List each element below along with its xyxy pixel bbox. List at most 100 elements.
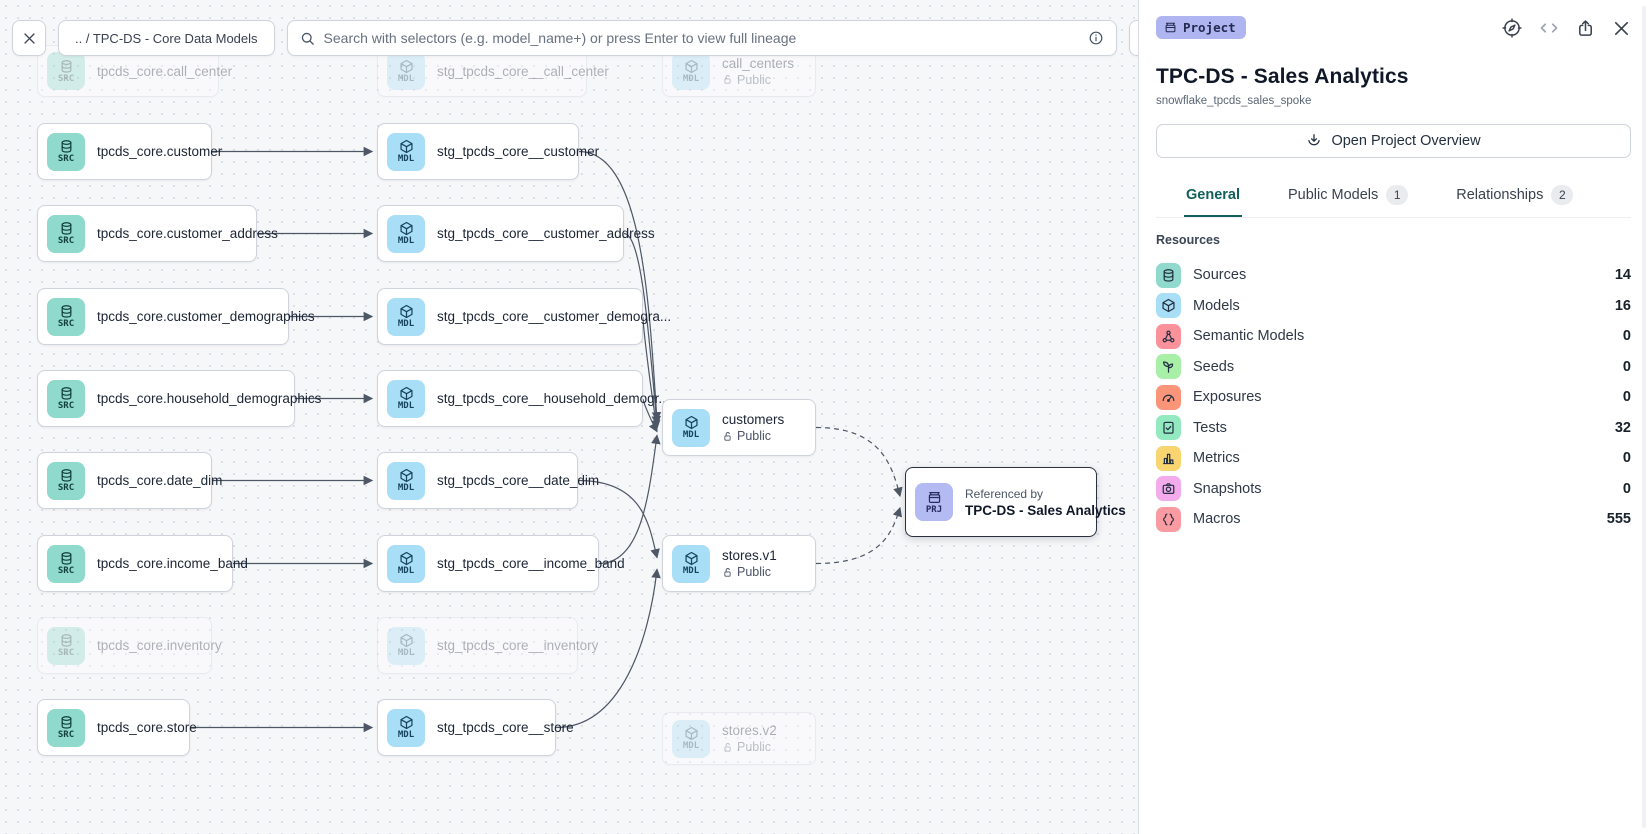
- resource-icon-wrap: [1156, 507, 1181, 532]
- cube-icon: [399, 468, 414, 483]
- resource-row-models[interactable]: Models16: [1156, 291, 1631, 322]
- database-icon: [59, 468, 74, 483]
- node-type-badge: PRJ: [915, 483, 953, 521]
- node-type-label: SRC: [58, 319, 74, 329]
- node-access: Public: [722, 740, 777, 754]
- node-type-label: MDL: [398, 730, 414, 740]
- refresh-button[interactable]: [1129, 20, 1138, 56]
- node-prj[interactable]: PRJReferenced byTPC-DS - Sales Analytics: [905, 467, 1097, 537]
- node-stg_customer_demographics[interactable]: MDLstg_tpcds_core__customer_demogra...: [377, 288, 643, 345]
- node-src_customer_demographics[interactable]: SRCtpcds_core.customer_demographics: [37, 288, 289, 345]
- node-stg_date_dim[interactable]: MDLstg_tpcds_core__date_dim: [377, 452, 578, 509]
- node-src_inventory[interactable]: SRC tpcds_core.inventory: [37, 617, 212, 674]
- node-src_customer_address[interactable]: SRC tpcds_core.customer_address: [37, 205, 257, 262]
- barchart-icon: [1161, 451, 1176, 466]
- close-lineage-button[interactable]: [12, 20, 46, 56]
- node-type-label: MDL: [683, 74, 699, 84]
- close-icon: [22, 31, 37, 46]
- resource-row-seeds[interactable]: Seeds0: [1156, 352, 1631, 383]
- breadcrumb[interactable]: .. / TPC-DS - Core Data Models: [58, 20, 275, 56]
- resource-icon-wrap: [1156, 263, 1181, 288]
- node-stg_customer[interactable]: MDL stg_tpcds_core__customer: [377, 123, 579, 180]
- node-type-label: MDL: [398, 154, 414, 164]
- node-stg_household_demographics[interactable]: MDLstg_tpcds_core__household_demogr...: [377, 370, 643, 427]
- tab-general[interactable]: General: [1184, 179, 1242, 217]
- node-type-badge: MDL: [387, 709, 425, 747]
- node-access: Public: [722, 565, 777, 579]
- project-type-badge-label: Project: [1183, 20, 1236, 35]
- node-access: Public: [722, 429, 784, 443]
- node-label: stg_tpcds_core__store: [437, 720, 543, 735]
- database-icon: [1161, 268, 1176, 283]
- node-label: stores.v2: [722, 723, 777, 738]
- resource-row-sources[interactable]: Sources14: [1156, 260, 1631, 291]
- tab-relationships[interactable]: Relationships 2: [1454, 179, 1575, 217]
- node-type-label: SRC: [58, 401, 74, 411]
- resource-row-exposures[interactable]: Exposures0: [1156, 382, 1631, 413]
- lineage-search[interactable]: [287, 20, 1117, 56]
- node-label: customers: [722, 412, 784, 427]
- node-type-badge: MDL: [387, 545, 425, 583]
- node-stg_store[interactable]: MDL stg_tpcds_core__store: [377, 699, 556, 756]
- project-icon: [1164, 21, 1177, 34]
- resource-row-macros[interactable]: Macros555: [1156, 504, 1631, 535]
- resource-row-snapshots[interactable]: Snapshots0: [1156, 474, 1631, 505]
- database-icon: [59, 304, 74, 319]
- node-type-label: SRC: [58, 648, 74, 658]
- node-src_store[interactable]: SRCtpcds_core.store: [37, 699, 190, 756]
- search-input[interactable]: [324, 30, 1079, 46]
- node-type-badge: MDL: [672, 720, 710, 758]
- node-stores_v1[interactable]: MDLstores.v1Public: [662, 535, 816, 592]
- node-stg_customer_address[interactable]: MDLstg_tpcds_core__customer_address: [377, 205, 624, 262]
- resource-count: 0: [1623, 328, 1631, 344]
- database-icon: [59, 59, 74, 74]
- camera-icon: [1161, 481, 1176, 496]
- tab-count-badge: 2: [1551, 185, 1573, 205]
- share-button[interactable]: [1576, 19, 1595, 38]
- node-type-label: SRC: [58, 236, 74, 246]
- edge-stg_customer_demographics-to-customers: [643, 317, 657, 429]
- lock-open-icon: [722, 431, 733, 442]
- panel-scrollbar[interactable]: [1642, 6, 1646, 828]
- node-stg_inventory[interactable]: MDLstg_tpcds_core__inventory: [377, 617, 578, 674]
- node-customers[interactable]: MDLcustomersPublic: [662, 399, 816, 456]
- project-subtitle: snowflake_tpcds_sales_spoke: [1156, 95, 1631, 107]
- node-label: tpcds_core.customer_address: [97, 226, 244, 241]
- node-access: Public: [722, 73, 794, 87]
- node-type-badge: SRC: [47, 627, 85, 665]
- resource-row-semantic-models[interactable]: Semantic Models0: [1156, 321, 1631, 352]
- resource-name: Models: [1193, 298, 1240, 314]
- resources-section-label: Resources: [1156, 233, 1631, 247]
- resource-row-metrics[interactable]: Metrics0: [1156, 443, 1631, 474]
- node-label: call_centers: [722, 56, 794, 71]
- info-icon[interactable]: [1088, 30, 1104, 46]
- node-type-badge: SRC: [47, 462, 85, 500]
- page-title: TPC-DS - Sales Analytics: [1156, 65, 1631, 89]
- node-src_household_demographics[interactable]: SRCtpcds_core.household_demographics: [37, 370, 295, 427]
- close-panel-button[interactable]: [1612, 19, 1631, 38]
- open-project-overview-button[interactable]: Open Project Overview: [1156, 124, 1631, 158]
- tab-label: Relationships: [1456, 187, 1543, 203]
- node-stg_income_band[interactable]: MDLstg_tpcds_core__income_band: [377, 535, 599, 592]
- cube-icon: [399, 715, 414, 730]
- node-stores_v2[interactable]: MDL stores.v2Public: [662, 712, 816, 765]
- node-label: tpcds_core.call_center: [97, 64, 206, 79]
- lineage-canvas[interactable]: SRCtpcds_core.call_centerSRCtpcds_core.c…: [0, 0, 1138, 834]
- node-type-badge: MDL: [387, 133, 425, 171]
- lineage-compass-button[interactable]: [1502, 18, 1522, 38]
- resource-name: Exposures: [1193, 389, 1262, 405]
- node-src_date_dim[interactable]: SRCtpcds_core.date_dim: [37, 452, 212, 509]
- resource-name: Metrics: [1193, 450, 1240, 466]
- node-src_customer[interactable]: SRCtpcds_core.customer: [37, 123, 212, 180]
- tab-public-models[interactable]: Public Models1: [1286, 179, 1410, 217]
- node-label: stg_tpcds_core__customer: [437, 144, 566, 159]
- node-src_income_band[interactable]: SRCtpcds_core.income_band: [37, 535, 233, 592]
- node-label: tpcds_core.inventory: [97, 638, 199, 653]
- database-icon: [59, 551, 74, 566]
- cube-icon: [399, 59, 414, 74]
- node-type-label: SRC: [58, 730, 74, 740]
- edge-stores_v1-to-prj: [816, 508, 900, 564]
- resource-row-tests[interactable]: Tests32: [1156, 413, 1631, 444]
- node-type-badge: SRC: [47, 215, 85, 253]
- resource-icon-wrap: [1156, 446, 1181, 471]
